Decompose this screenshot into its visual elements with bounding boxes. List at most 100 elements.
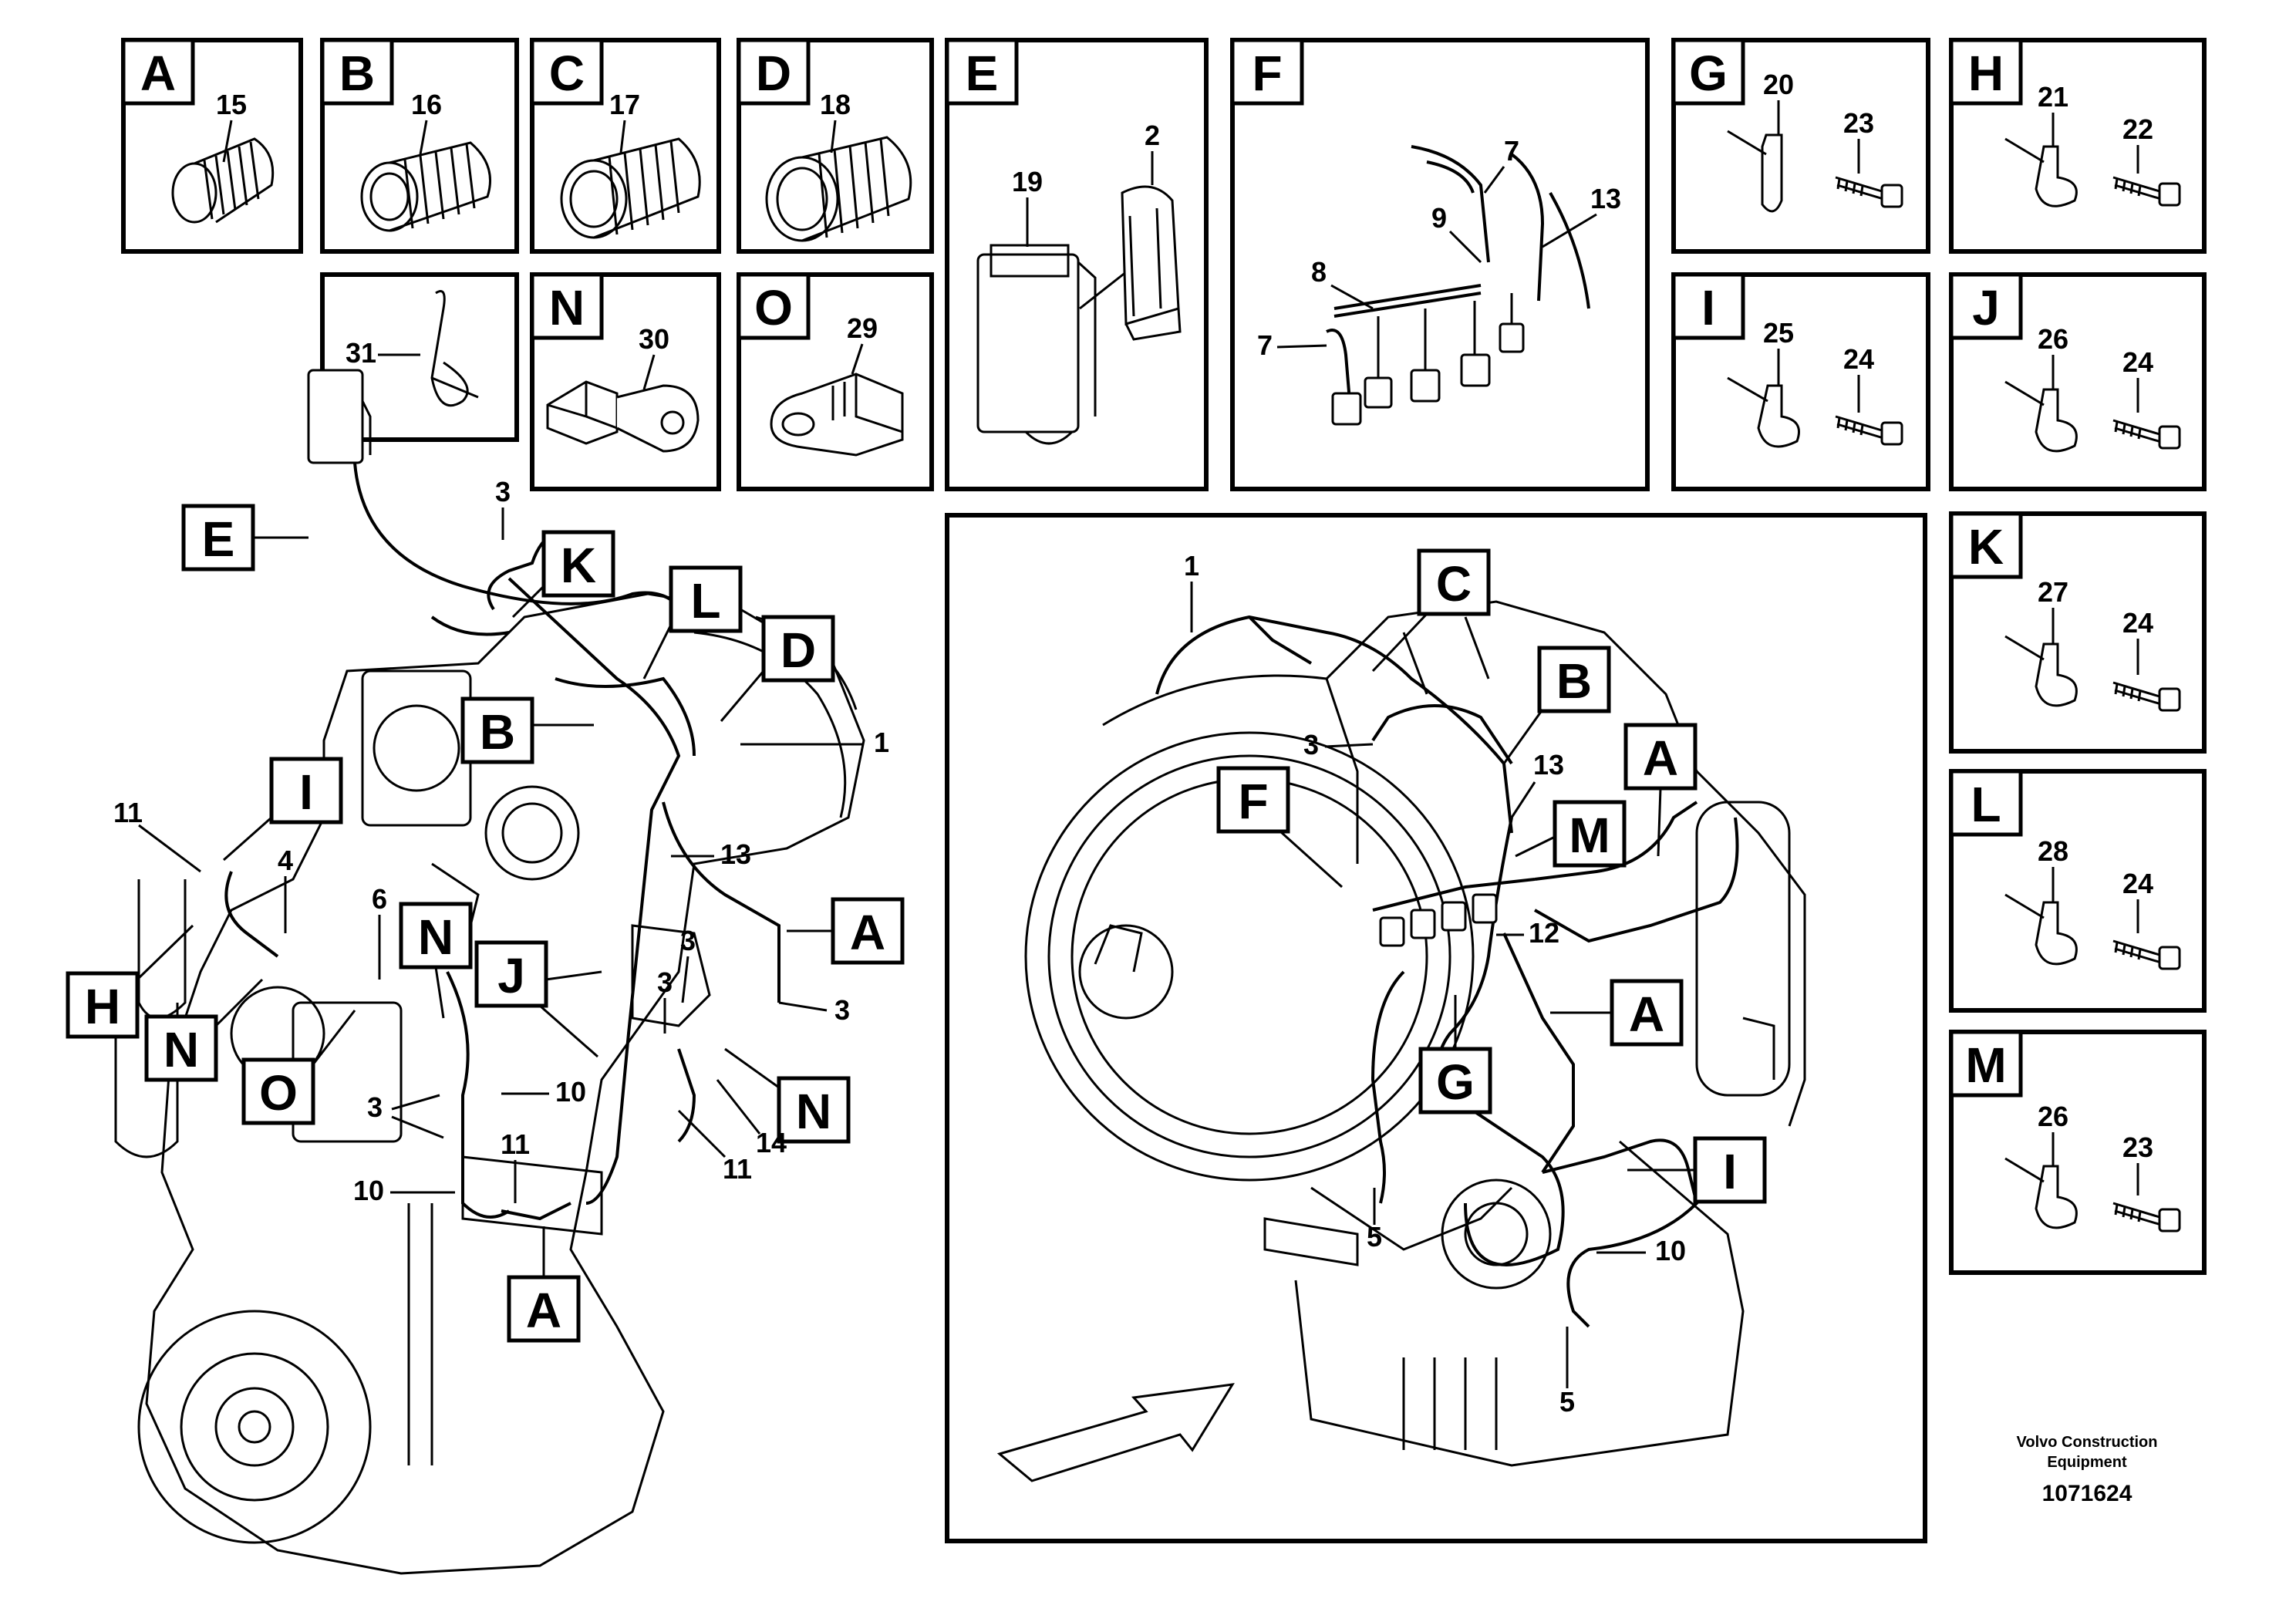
p-clamp-icon [2004, 137, 2078, 207]
svg-text:A: A [850, 905, 885, 960]
panel-b-part-number: 16 [411, 89, 442, 120]
svg-text:N: N [418, 909, 453, 965]
right-number-1: 1 [1184, 550, 1199, 582]
left-callout-e: E [181, 504, 308, 572]
panel-b-letter: B [339, 46, 375, 101]
harness-branch-icon [1326, 145, 1590, 426]
panel-n-part-number: 30 [639, 323, 669, 355]
engine-body-drawing [1024, 600, 1806, 1467]
panel-l-part-number-2: 24 [2122, 868, 2153, 899]
left-callout-j: J [474, 940, 602, 1058]
svg-text:A: A [1629, 986, 1664, 1042]
conduit-icon [360, 141, 491, 232]
p-clamp-icon [2004, 1157, 2078, 1229]
panel-e-part-number-2: 2 [1145, 120, 1160, 151]
detail-panel-j: J 26 24 [1949, 272, 2207, 491]
right-callout-a-1: A [1623, 723, 1698, 857]
panel-k-part-number-2: 24 [2122, 607, 2153, 639]
company-name-line2: Equipment [2047, 1454, 2127, 1471]
left-callout-n-3: N [724, 1047, 851, 1144]
bolt-icon [2112, 681, 2181, 712]
panel-g-part-number-1: 20 [1763, 69, 1794, 100]
left-callout-h: H [66, 924, 194, 1039]
left-callout-i: I [223, 757, 343, 862]
left-callout-k: K [511, 530, 615, 619]
panel-k-part-number-1: 27 [2038, 576, 2068, 608]
right-callout-i: I [1627, 1136, 1767, 1204]
detail-panel-o: O 29 [737, 272, 934, 491]
left-number-11c: 11 [723, 1153, 752, 1185]
ecu-drawing [307, 369, 372, 464]
svg-text:H: H [85, 979, 120, 1034]
svg-text:I: I [1723, 1144, 1737, 1199]
connector-icon [770, 373, 904, 457]
svg-text:A: A [526, 1283, 561, 1338]
svg-text:C: C [1436, 556, 1472, 612]
detail-panel-m: M 26 23 [1949, 1030, 2207, 1275]
left-engine-view: E K L D B I H [66, 369, 905, 1575]
conduit-icon [560, 137, 701, 239]
left-number-3e: 3 [367, 1091, 383, 1123]
company-name-line1: Volvo Construction [2017, 1434, 2158, 1451]
left-number-6: 6 [372, 883, 387, 915]
svg-text:B: B [480, 704, 515, 760]
bolt-icon [2112, 176, 2181, 207]
left-number-11b: 11 [501, 1128, 530, 1160]
panel-l-part-number-1: 28 [2038, 835, 2068, 867]
left-callout-n-2: N [399, 902, 473, 1019]
cable-tie-icon [430, 290, 479, 407]
panel-k-letter: K [1968, 519, 2004, 575]
left-number-3b: 3 [680, 925, 696, 956]
panel-l-letter: L [1971, 777, 2001, 832]
conduit-icon [765, 136, 912, 242]
panel-i-part-number-2: 24 [1843, 343, 1874, 375]
right-callout-g: G [1418, 995, 1492, 1114]
panel-c-part-number: 17 [609, 89, 640, 120]
detail-panel-k: K 27 24 [1949, 511, 2207, 754]
detail-panel-d: D 18 [737, 38, 934, 254]
right-callout-f: F [1216, 766, 1344, 889]
detail-panel-e: E 19 2 [945, 38, 1209, 491]
detail-panel-f: F 7 13 9 8 7 [1230, 38, 1650, 491]
svg-text:L: L [690, 573, 720, 629]
left-number-10b: 10 [353, 1175, 384, 1206]
p-clamp-icon [2004, 380, 2078, 453]
svg-text:K: K [561, 538, 596, 593]
svg-text:A: A [1643, 730, 1678, 786]
right-number-13: 13 [1533, 749, 1564, 781]
right-number-5b: 5 [1559, 1386, 1575, 1418]
panel-a-letter: A [140, 46, 176, 101]
panel-o-letter: O [754, 280, 793, 336]
left-callout-a-2: A [507, 1226, 581, 1343]
detail-panel-a: A 15 [121, 38, 303, 254]
panel-f-part-number-2: 13 [1590, 183, 1621, 214]
right-callout-b: B [1502, 646, 1611, 764]
bolt-icon [2112, 419, 2181, 450]
panel-f-part-number-5: 7 [1257, 329, 1273, 361]
panel-h-letter: H [1968, 46, 2004, 101]
svg-text:M: M [1569, 808, 1610, 863]
detail-panel-g: G 20 23 [1671, 38, 1930, 254]
svg-text:F: F [1238, 774, 1268, 829]
left-number-11: 11 [113, 797, 143, 828]
svg-text:O: O [259, 1065, 298, 1121]
right-callout-a-2: A [1550, 979, 1684, 1047]
footer: Volvo Construction Equipment 1071624 [2017, 1434, 2158, 1506]
p-clamp-icon [1727, 130, 1783, 213]
detail-panel-b: B 16 [320, 38, 519, 254]
right-number-12: 12 [1529, 917, 1559, 949]
p-clamp-icon [2004, 893, 2078, 966]
svg-text:N: N [164, 1022, 199, 1077]
bolt-icon [2112, 1202, 2181, 1233]
left-number-1: 1 [874, 727, 889, 758]
panel-f-part-number-4: 8 [1311, 256, 1327, 288]
panel-j-letter: J [1972, 280, 2000, 336]
bolt-icon [2112, 939, 2181, 970]
panel-e-letter: E [966, 46, 999, 101]
left-callout-a-1: A [787, 897, 905, 965]
p-clamp-icon [1727, 376, 1800, 448]
direction-arrow-icon [996, 1383, 1235, 1482]
detail-panel-h: H 21 22 [1949, 38, 2207, 254]
panel-m-part-number-2: 23 [2122, 1131, 2153, 1163]
